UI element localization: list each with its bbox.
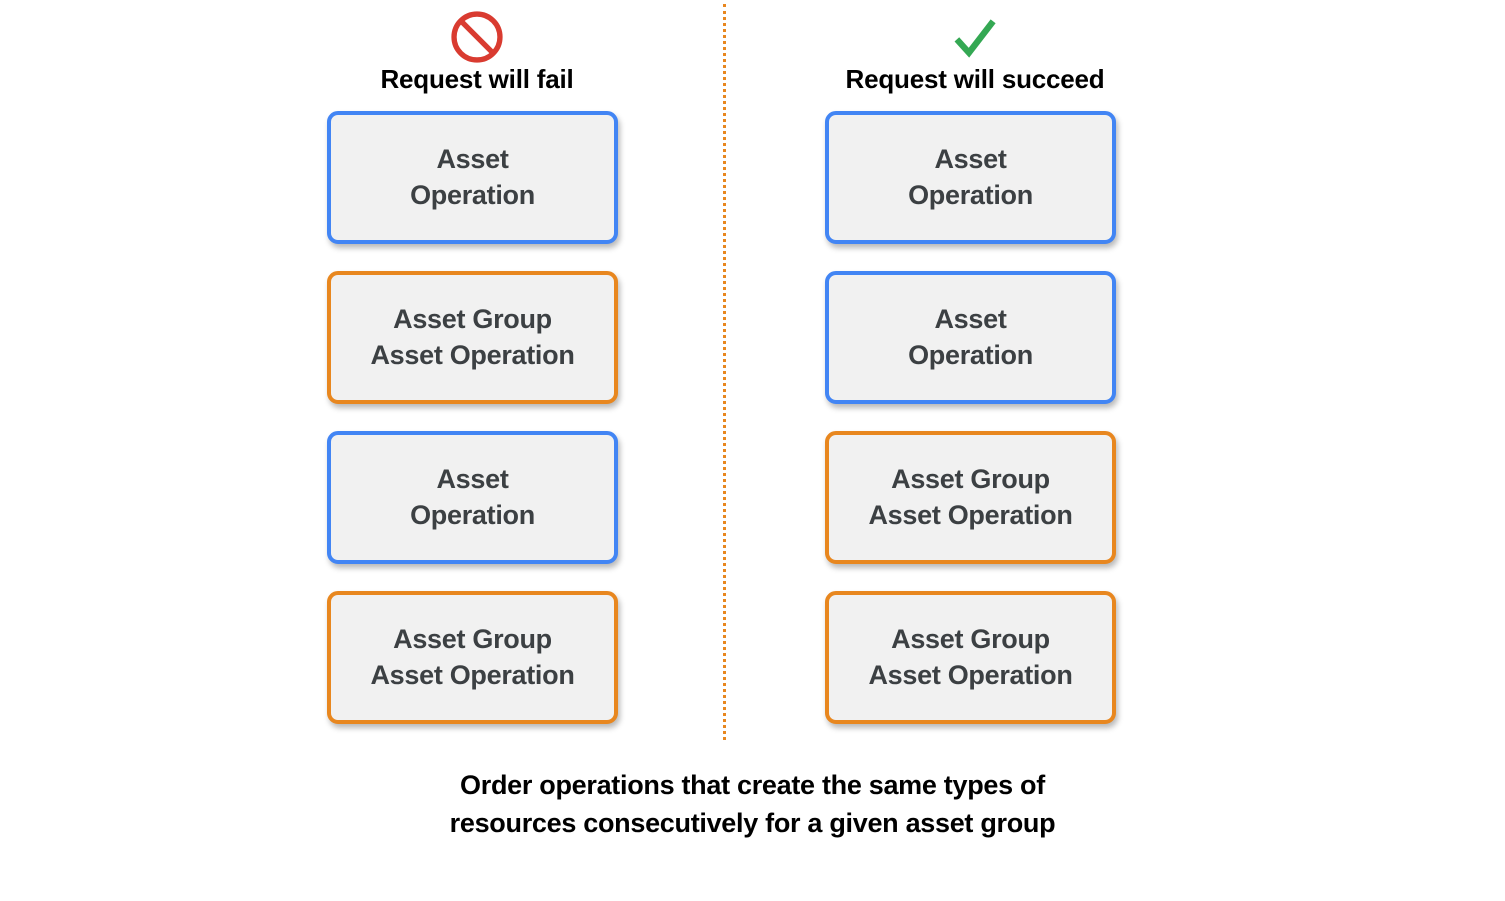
operation-box-label: Asset Group Asset Operation [370,303,575,370]
operation-stack-fail: Asset Operation Asset Group Asset Operat… [327,111,627,724]
operation-box[interactable]: Asset Group Asset Operation [825,431,1116,564]
operation-box-label: Asset Group Asset Operation [868,623,1073,690]
operation-box-label: Asset Group Asset Operation [370,623,575,690]
operation-box[interactable]: Asset Operation [327,431,618,564]
operation-box[interactable]: Asset Operation [825,111,1116,244]
operation-box-label: Asset Operation [908,303,1033,370]
operation-box[interactable]: Asset Operation [825,271,1116,404]
vertical-dotted-divider [723,4,726,740]
diagram-caption: Order operations that create the same ty… [449,770,1056,839]
checkmark-icon [954,19,996,58]
column-header-succeed: Request will succeed [825,8,1125,104]
column-header-fail: Request will fail [327,8,627,104]
operation-box[interactable]: Asset Operation [327,111,618,244]
column-title-fail: Request will fail [380,64,574,94]
operation-stack-succeed: Asset Operation Asset Operation Asset Gr… [825,111,1125,724]
operation-box-label: Asset Operation [908,143,1033,210]
prohibition-icon [451,11,503,63]
operation-box[interactable]: Asset Group Asset Operation [825,591,1116,724]
operation-box[interactable]: Asset Group Asset Operation [327,591,618,724]
operation-box[interactable]: Asset Group Asset Operation [327,271,618,404]
operation-box-label: Asset Operation [410,143,535,210]
operation-box-label: Asset Operation [410,463,535,530]
column-request-will-fail: Request will fail Asset Operation Asset … [327,8,627,724]
column-request-will-succeed: Request will succeed Asset Operation Ass… [825,8,1125,724]
operation-box-label: Asset Group Asset Operation [868,463,1073,530]
column-title-succeed: Request will succeed [845,64,1105,94]
